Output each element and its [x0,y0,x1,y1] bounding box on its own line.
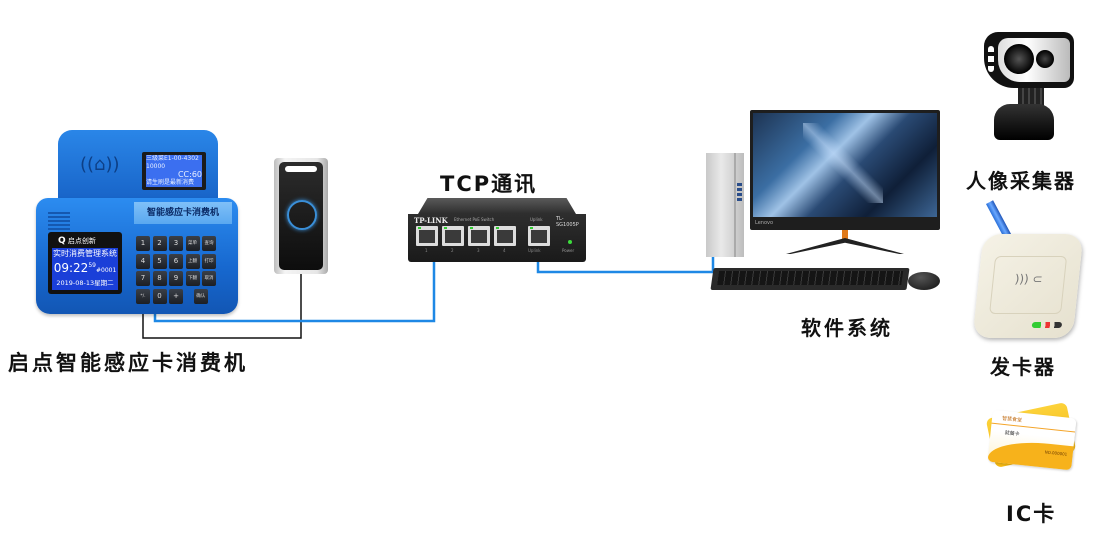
keypad-key[interactable]: 7 [136,271,150,286]
keypad-key[interactable]: 9 [169,271,183,286]
uplink-port [528,226,550,246]
customer-line-4: 请生刷是最新消费 [146,179,195,186]
keypad-key[interactable]: */. [136,288,150,304]
pc-tower [706,153,744,257]
screen-device-no: #0001 [95,267,117,274]
camera-slot [285,166,317,172]
keypad-key[interactable]: 确认 [193,288,208,304]
keypad-key[interactable]: 2 [152,236,167,251]
webcam-leds [988,46,994,72]
blue-cable-machine-to-switch [153,240,436,323]
webcam-neck [1018,88,1044,108]
reader-body: ))) ⊂ [972,234,1084,338]
keypad-key[interactable]: 8 [152,271,167,286]
screen-line-1: 实时消费管理系统 [53,249,117,258]
keypad-key[interactable]: 6 [169,253,183,269]
keypad-key[interactable]: 查询 [202,236,216,251]
switch-model: TL-SG1005P [556,216,579,228]
keyboard [710,268,910,290]
port-label: 3 [477,248,480,253]
switch-ports: 1 2 3 4 Uplink [416,226,556,253]
usb-ports [737,183,742,203]
card-title: 就餐卡 [1004,430,1020,438]
webcam-lens-small [1036,50,1054,68]
port-led [470,227,473,229]
panel-title: 智能感应卡消费机 [146,208,219,218]
customer-line-2: 10000 [146,163,166,170]
tcp-label: TCP通讯 [440,172,538,196]
black-cable [142,272,302,339]
keypad-key[interactable]: 取消 [202,271,216,286]
keypad-key[interactable]: 上翻 [185,253,200,269]
mouse [908,272,940,290]
panel-title-strip: 智能感应卡消费机 [134,202,232,224]
webcam-clip [994,104,1054,140]
card-issuer-label: 发卡器 [990,355,1056,379]
switch-brand: TP-LINK [414,216,448,225]
software-label: 软件系统 [801,316,893,340]
power-label: Power [562,248,575,253]
ethernet-port [442,226,464,246]
power-led [568,240,572,244]
monitor-screen [753,113,937,217]
monitor: Lenovo [750,110,940,230]
keypad-key[interactable]: 打印 [202,253,216,269]
port-label: 4 [503,248,506,253]
customer-screen: 三级菜E1-00-4302 10000 CC:60 请生刷是最新消费 [142,152,206,190]
port-led [444,227,447,229]
face-scan-ring [287,200,317,230]
ethernet-port [494,226,516,246]
network-switch: TP-LINK Ethernet PoE Switch Uplink TL-SG… [408,198,586,264]
keypad-key[interactable]: 下翻 [185,271,200,286]
screen-seconds: 59 [88,262,96,269]
consumer-machine: ((⌂)) 三级菜E1-00-4302 10000 CC:60 请生刷是最新消费… [36,128,238,314]
main-screen: Q 启点创新 实时消费管理系统 09:2259#0001 2019-08-13星… [48,232,122,294]
switch-uplink-label-top: Uplink [530,217,543,222]
face-collector-label: 人像采集器 [966,169,1076,193]
port-led [530,227,533,229]
webcam-lens [1004,44,1034,74]
port-label: 2 [451,248,454,253]
card-brand: 智慧食堂 [1001,415,1023,424]
port-led [418,227,421,229]
reader-leds [1031,322,1063,328]
ic-card-label: IC卡 [1006,502,1057,526]
customer-line-1: 三级菜E1-00-4302 [146,155,199,162]
keypad-key[interactable]: 4 [136,253,150,269]
card-issuer: ))) ⊂ [970,200,1086,344]
ic-card: 智慧食堂 就餐卡 NO.000001 [987,409,1077,471]
customer-line-3: CC:60 [177,170,202,179]
consumer-machine-label: 启点智能感应卡消费机 [8,351,248,375]
ethernet-port [416,226,438,246]
screen-time: 09:22 [53,261,89,275]
nfc-icon: ((⌂)) [80,154,120,175]
rf-icon: ))) ⊂ [1014,272,1044,286]
keypad-key[interactable]: 菜单 [185,236,200,251]
brand-logo: Q 启点创新 [58,236,96,246]
face-recognition-terminal [274,158,328,274]
webcam [984,32,1076,142]
switch-top [418,198,576,214]
keypad-key[interactable]: 5 [152,253,167,269]
monitor-neck [842,230,848,240]
keypad-key[interactable]: 3 [169,236,183,251]
port-label: 1 [425,248,428,253]
brand-name: 启点创新 [67,237,96,245]
screen-date: 2019-08-13星期二 [56,279,114,287]
keypad-key[interactable]: 1 [136,236,150,251]
switch-front: TP-LINK Ethernet PoE Switch Uplink TL-SG… [408,214,586,262]
uplink-label: Uplink [528,248,541,253]
port-led [496,227,499,229]
switch-subtitle: Ethernet PoE Switch [454,217,495,222]
monitor-brand: Lenovo [755,220,774,226]
webcam-head [984,32,1074,88]
ethernet-port [468,226,490,246]
keypad-key[interactable]: + [169,288,183,304]
speaker-grill [48,212,70,232]
keypad-key[interactable]: 0 [152,288,167,304]
